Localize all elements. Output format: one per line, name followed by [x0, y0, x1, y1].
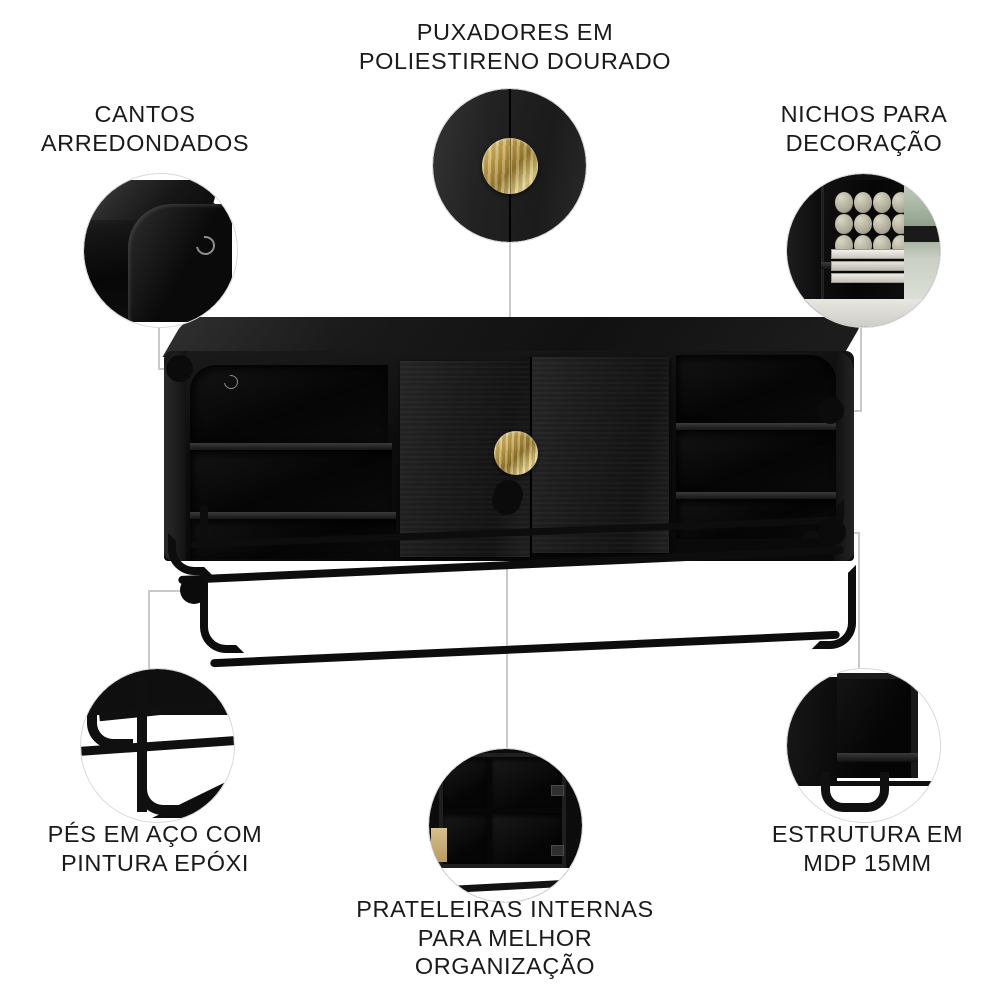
leader-line-pes-horizontal [148, 590, 194, 592]
left-niche-shelf-1 [190, 443, 392, 450]
callout-label-nichos: NICHOS PARA DECORAÇÃO [780, 101, 948, 156]
internal-shelves-closeup-art [429, 749, 582, 902]
right-niche-middle [676, 430, 836, 492]
callout-bubble-puxadores [432, 88, 587, 243]
cabinet-right-door[interactable] [531, 357, 669, 553]
leg-frame-right-front-bend [812, 565, 856, 649]
leader-line-nichos-vertical [860, 318, 862, 410]
leader-line-prateleiras-vertical [506, 500, 508, 762]
callout-bubble-nichos [786, 173, 941, 328]
cabinet-front-face [164, 351, 854, 561]
rounded-corner-closeup-art [84, 174, 237, 327]
left-niche-top [190, 365, 388, 443]
leg-frame-front-bottom-rail [210, 630, 840, 668]
leg-frame-left-front-bend [200, 573, 244, 653]
mdp-panel-closeup-art [787, 669, 940, 822]
gold-knob-detail-icon [481, 137, 538, 194]
callout-bubble-prateleiras [428, 748, 583, 903]
callout-bubble-pes-aco [80, 668, 235, 823]
callout-bubble-cantos-arredondados [83, 173, 238, 328]
callout-label-prateleiras: PRATELEIRAS INTERNAS PARA MELHOR ORGANIZ… [356, 896, 654, 980]
cabinet-left-side-panel [164, 351, 186, 561]
right-niche-shelf-2 [676, 492, 836, 499]
callout-label-pes-aco: PÉS EM AÇO COM PINTURA EPÓXI [47, 821, 263, 876]
connector-dot-nichos [817, 397, 844, 424]
steel-leg-closeup-art [81, 669, 234, 822]
leg-frame-left-rear-bend [168, 533, 212, 575]
callout-label-puxadores: PUXADORES EM POLIESTIRENO DOURADO [358, 19, 672, 74]
connector-dot-pes [180, 576, 208, 604]
decor-books-object [831, 249, 940, 289]
left-niche-shelf-2 [190, 512, 396, 519]
right-niche-shelf-1 [676, 423, 836, 430]
connector-dot-cantos [166, 355, 193, 382]
callout-label-cantos-arredondados: CANTOS ARREDONDADOS [40, 101, 250, 156]
callout-bubble-estrutura-mdp [786, 668, 941, 823]
product-image-rack-tv [150, 315, 870, 685]
connector-dot-estrutura [818, 518, 846, 546]
leader-line-pes-vertical [148, 590, 150, 682]
leg-frame-left-upright [200, 505, 208, 545]
callout-label-estrutura-mdp: ESTRUTURA EM MDP 15MM [771, 821, 964, 876]
gold-door-knob[interactable] [494, 431, 538, 475]
leader-line-cantos-vertical [158, 318, 160, 368]
decorated-niche-closeup-art [787, 174, 940, 327]
leader-line-estrutura-vertical [858, 532, 860, 682]
left-niche-middle [190, 450, 392, 512]
right-niche-top [676, 355, 836, 423]
connector-dot-prateleiras [492, 486, 521, 515]
gold-knob-closeup-art [433, 89, 586, 242]
